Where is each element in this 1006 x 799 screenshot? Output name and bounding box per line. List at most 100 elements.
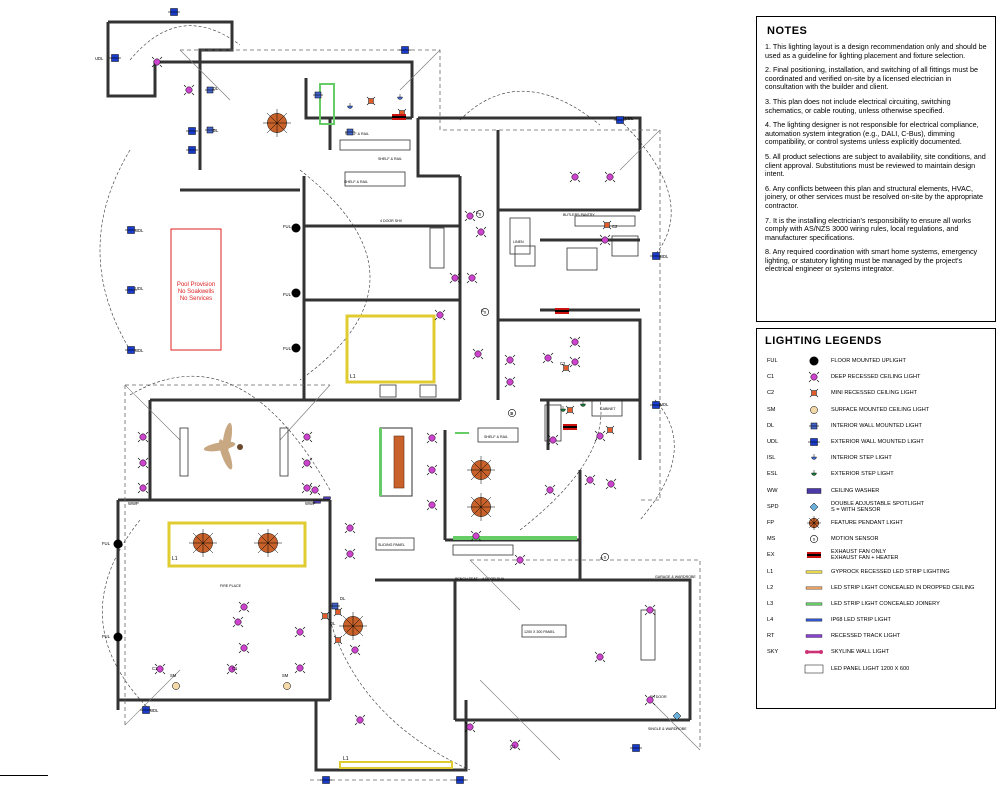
strip-light-l3 bbox=[453, 536, 577, 540]
legend-code: ESL bbox=[767, 471, 778, 478]
deep-recessed-icon bbox=[599, 234, 611, 246]
room-text-shelf-1: SHELF & RAIL bbox=[344, 180, 368, 184]
room-text-panel: 1200 X 300 PANEL bbox=[524, 630, 555, 634]
motion-sensor-icon: S bbox=[797, 532, 831, 546]
deep-recessed-icon bbox=[644, 604, 656, 616]
ceiling-fan-icon bbox=[203, 422, 243, 470]
deep-recessed-icon bbox=[475, 226, 487, 238]
surface-mounted-icon bbox=[797, 403, 831, 417]
exhaust-fan-icon bbox=[797, 548, 831, 562]
deep-recessed-icon bbox=[137, 482, 149, 494]
deep-recessed-icon bbox=[294, 626, 306, 638]
udl-label: UDL bbox=[135, 286, 144, 291]
exterior-wall-light-icon bbox=[320, 776, 332, 784]
ful-label: FUL bbox=[283, 292, 292, 297]
motion-sensor-icon: S bbox=[481, 308, 489, 316]
led-panel-icon bbox=[797, 662, 831, 676]
track-light-icon bbox=[797, 629, 831, 643]
ceiling-washer-icon bbox=[313, 500, 321, 504]
legend-label: LED PANEL LIGHT 1200 X 600 bbox=[831, 665, 910, 672]
wwp-label: WWP bbox=[305, 501, 316, 506]
legend-label: IP68 LED STRIP LIGHT bbox=[831, 617, 891, 624]
exterior-wall-light-icon bbox=[650, 401, 662, 409]
exterior-wall-light-icon bbox=[186, 127, 198, 135]
hip-lines bbox=[124, 49, 701, 761]
feature-pendant-icon bbox=[189, 529, 217, 557]
deep-recessed-icon bbox=[232, 616, 244, 628]
exterior-wall-light-icon bbox=[797, 435, 831, 449]
interior-wall-light-icon bbox=[313, 91, 323, 99]
c1-label: C1 bbox=[152, 666, 158, 671]
udl-label: UDL bbox=[95, 56, 104, 61]
deep-recessed-icon bbox=[604, 171, 616, 183]
deep-recessed-icon bbox=[344, 522, 356, 534]
deep-recessed-icon bbox=[605, 478, 617, 490]
notes-panel: NOTES 1. This lighting layout is a desig… bbox=[756, 16, 996, 322]
s-label: S bbox=[476, 210, 479, 215]
exterior-wall-light-icon bbox=[125, 226, 137, 234]
c2-label: C2 bbox=[560, 361, 566, 366]
feature-pendant-icon bbox=[467, 456, 495, 484]
legend-code: WW bbox=[767, 487, 778, 494]
svg-text:S: S bbox=[511, 410, 514, 415]
switching-arcs bbox=[99, 25, 675, 771]
legend-label: MINI RECESSED CEILING LIGHT bbox=[831, 390, 918, 397]
note-item: 5. All product selections are subject to… bbox=[765, 151, 986, 179]
strip-light-l1 bbox=[345, 314, 436, 384]
fixture-labels: FUL FUL FUL FUL FUL UDL UDL UDL UDL UDL … bbox=[95, 56, 669, 749]
legend-code: L2 bbox=[767, 584, 774, 591]
legend-label: CEILING WASHER bbox=[831, 487, 880, 494]
udl-label: UDL bbox=[135, 348, 144, 353]
legend-label: SKYLINE WALL LIGHT bbox=[831, 649, 890, 656]
motion-sensor-icon: S bbox=[508, 409, 516, 417]
udl-label: UDL bbox=[150, 708, 159, 713]
room-text-fh: FH DOOR bbox=[650, 695, 667, 699]
deep-recessed-icon bbox=[504, 354, 516, 366]
deep-recessed-icon bbox=[309, 484, 321, 496]
mini-recessed-icon bbox=[565, 405, 575, 415]
exterior-step-icon bbox=[797, 467, 831, 481]
note-item: 3. This plan does not include electrical… bbox=[765, 96, 951, 115]
scale-bar bbox=[0, 775, 48, 776]
exterior-wall-light-icon bbox=[125, 346, 137, 354]
exterior-wall-light-icon bbox=[454, 776, 466, 784]
exhaust-fan-icon bbox=[555, 308, 569, 314]
legend-label: MOTION SENSOR bbox=[831, 536, 879, 543]
s-label: S bbox=[510, 411, 513, 416]
legend-label: EXHAUST FAN ONLY EXHAUST FAN + HEATER bbox=[831, 549, 899, 562]
deep-recessed-icon bbox=[137, 431, 149, 443]
deep-recessed-icon bbox=[547, 434, 559, 446]
mini-recessed-icon bbox=[333, 635, 343, 645]
pool-label-line-2: No Soakwells bbox=[178, 289, 214, 295]
svg-text:S: S bbox=[484, 309, 487, 314]
exterior-wall-light-icon bbox=[186, 146, 198, 154]
deep-recessed-icon bbox=[797, 370, 831, 384]
svg-text:S: S bbox=[813, 537, 816, 542]
deep-recessed-icon bbox=[569, 171, 581, 183]
deep-recessed-icon bbox=[426, 464, 438, 476]
room-text-bench-seat: BENCH SEAT bbox=[455, 577, 479, 581]
deep-recessed-icon bbox=[426, 499, 438, 511]
sm-label: SM bbox=[282, 673, 289, 678]
mini-recessed-icon bbox=[320, 611, 330, 621]
strip-l2-icon bbox=[797, 581, 831, 595]
legend-code: FUL bbox=[767, 358, 778, 365]
legend-code: SKY bbox=[767, 649, 779, 656]
interior-wall-light-icon bbox=[797, 419, 831, 433]
udl-label: UDL bbox=[660, 254, 669, 259]
pool-provision-box bbox=[170, 228, 222, 351]
c1-label: C1 bbox=[232, 666, 238, 671]
motion-sensor-icon: S bbox=[476, 210, 484, 218]
l1-label: L1 bbox=[350, 374, 356, 380]
legend-code: UDL bbox=[767, 439, 779, 446]
strip-light-l1 bbox=[167, 521, 307, 568]
deep-recessed-icon bbox=[544, 484, 556, 496]
corner-note: SINGLE & WARDROBE bbox=[648, 727, 687, 731]
feature-pendant-icon bbox=[263, 109, 291, 137]
